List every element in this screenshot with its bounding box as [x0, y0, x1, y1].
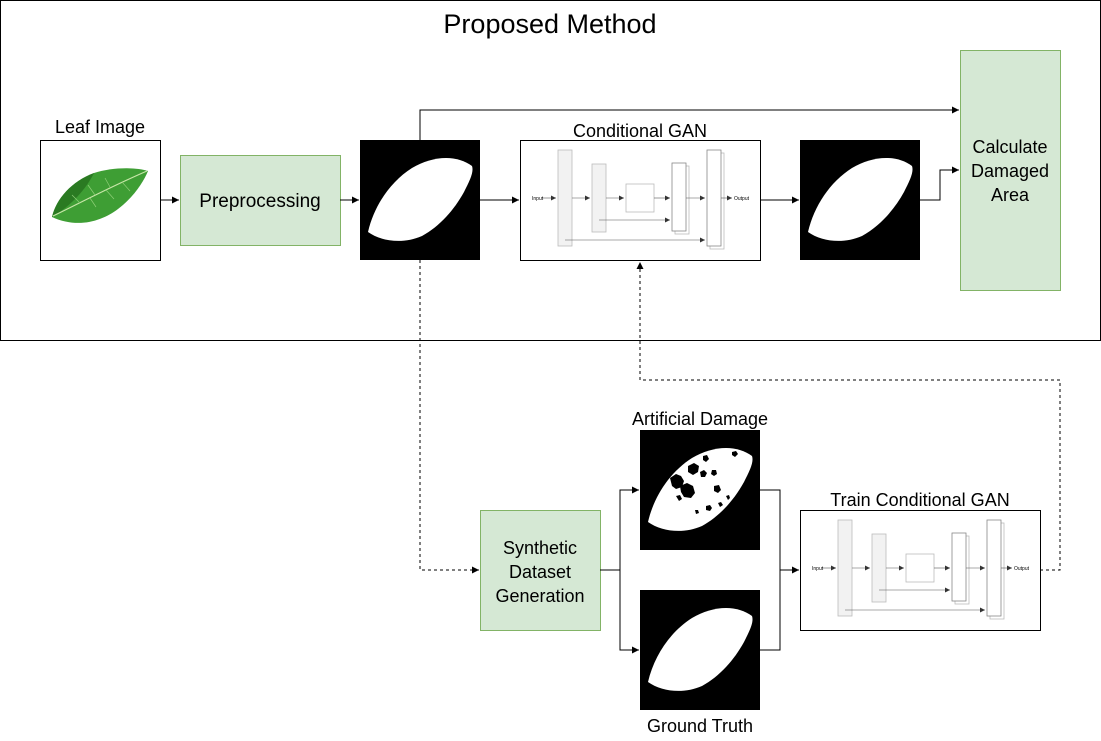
calculate-label-line1: Calculate	[972, 137, 1047, 157]
preprocessing-box	[180, 155, 341, 246]
unet-diagram-icon: Input Output	[532, 150, 750, 249]
ground-truth-mask-icon	[640, 590, 760, 710]
unet-input-label: Input	[532, 196, 544, 202]
leaf-image-label: Leaf Image	[55, 117, 145, 137]
synthetic-dataset-box	[480, 510, 601, 631]
synthetic-label-line3: Generation	[495, 586, 584, 606]
calculate-label-line2: Damaged	[971, 161, 1049, 181]
synthetic-label-line2: Dataset	[509, 562, 571, 582]
preprocessing-label: Preprocessing	[199, 191, 320, 212]
output-mask-icon	[800, 140, 920, 260]
unet-output-label: Output	[734, 196, 750, 202]
train-unet-diagram-icon: Input Output	[812, 520, 1030, 619]
train-gan-label: Train Conditional GAN	[830, 490, 1009, 510]
damaged-mask-icon	[640, 430, 760, 550]
calculate-label-line3: Area	[991, 185, 1030, 205]
conditional-gan-label: Conditional GAN	[573, 121, 707, 141]
calculate-damaged-area-box	[960, 50, 1061, 291]
binary-mask-icon	[360, 140, 480, 260]
dashed-connectors	[419, 260, 1061, 574]
diagram-title: Proposed Method	[443, 9, 656, 39]
leaf-photo-icon	[52, 168, 148, 223]
synthetic-label-line1: Synthetic	[503, 538, 577, 558]
top-row-connectors	[160, 106, 959, 204]
artificial-damage-label: Artificial Damage	[632, 409, 768, 429]
train-unet-input-label: Input	[812, 566, 824, 572]
train-unet-output-label: Output	[1014, 566, 1030, 572]
bottom-row-connectors	[600, 486, 799, 654]
ground-truth-label: Ground Truth	[647, 716, 753, 736]
